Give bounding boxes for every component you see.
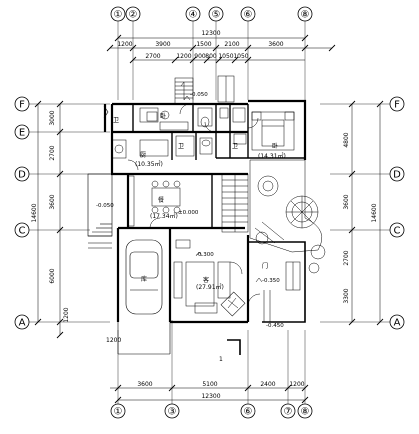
dim-top2-5: 1050 (218, 53, 233, 60)
axis-right-C: C (394, 226, 401, 237)
axis-bottom-7: ⑦ (284, 407, 293, 418)
axis-top-6: ⑥ (244, 10, 253, 21)
level-marks: -0.050 ±0.000 -0.300 -0.350 -0.450 -0.05… (96, 92, 284, 329)
dim-left-total: 14600 (31, 203, 38, 222)
room-label-bedroom-small: 卧 (160, 112, 166, 120)
left-dimension-text: 14600 3000 2700 3600 6000 1200 (31, 110, 70, 322)
room-labels: 卫 卧 厨 (10.35㎡) 卫 卫 卧 (14.31㎡) 餐 (17.34㎡)… (113, 112, 286, 291)
dim-top-4: 2100 (224, 41, 239, 48)
axis-bottom-6: ⑥ (244, 407, 253, 418)
dining-furniture (127, 175, 181, 229)
axis-right-D: D (393, 170, 401, 181)
room-label-wc-3: 卫 (232, 143, 238, 150)
room-label-wc-2: 卫 (178, 143, 184, 150)
dim-misc-1: 1200 (106, 337, 121, 344)
level-west-porch: -0.050 (96, 203, 114, 209)
room-label-garage: 库 (141, 275, 147, 283)
room-label-living-area: (27.91㎡) (196, 283, 224, 291)
left-dimensions (34, 100, 64, 339)
dim-top-5: 3600 (268, 41, 283, 48)
room-label-dining: 餐 (158, 196, 164, 204)
axis-top-5: ⑤ (212, 10, 221, 21)
west-porch (87, 105, 113, 249)
axis-left-D: D (18, 170, 26, 181)
level-dining: ±0.000 (178, 210, 199, 216)
top-dimension-text: 12300 1200 3900 1500 2100 3600 2700 1200… (117, 30, 283, 60)
level-living: -0.300 (196, 252, 214, 258)
level-right-room: -0.350 (262, 278, 280, 284)
dim-bottom-4: 1200 (289, 381, 304, 388)
level-south: -0.450 (266, 323, 284, 329)
right-dimensions (348, 100, 384, 326)
axis-bottom-8: ⑧ (301, 407, 310, 418)
dim-top2-2: 1200 (176, 53, 191, 60)
right-dimension-text: 4800 3600 2700 3300 14600 (343, 132, 378, 303)
axis-bottom-1: ① (114, 407, 123, 418)
living-furniture (173, 239, 246, 317)
room-label-dining-area: (17.34㎡) (150, 212, 178, 220)
dim-top-1: 1200 (117, 41, 132, 48)
axis-right-F: F (394, 100, 400, 111)
dim-right-2: 3600 (343, 194, 350, 209)
room-label-kitchen: 厨 (140, 152, 146, 159)
axis-left-C: C (19, 226, 26, 237)
axis-top-2: ② (129, 10, 138, 21)
dim-left-2: 2700 (49, 145, 56, 160)
bottom-dimension-text: 3600 5100 2400 1200 12300 (137, 381, 304, 400)
axis-top-8: ⑧ (301, 10, 310, 21)
section-mark (227, 339, 241, 355)
axis-bottom-3: ③ (168, 407, 177, 418)
dim-right-total: 14600 (371, 203, 378, 222)
room-label-living: 客 (203, 276, 209, 284)
dim-top2-6: 1050 (233, 53, 248, 60)
top-dimensions (106, 34, 336, 64)
room-label-kitchen-area: (10.35㎡) (135, 160, 163, 168)
misc-dimensions: 1200 (106, 337, 121, 344)
axis-left-F: F (19, 100, 25, 111)
level-stair-top: -0.050 (190, 92, 208, 98)
central-stair (221, 173, 249, 233)
dim-left-1: 3000 (49, 110, 56, 125)
dim-bottom-2: 5100 (202, 381, 217, 388)
walls (103, 99, 307, 324)
axis-top-1: ① (114, 10, 123, 21)
room-label-wc-west: 卫 (113, 117, 119, 124)
dim-left-3: 3600 (49, 194, 56, 209)
north-rooms-furniture (111, 103, 295, 171)
dim-right-4: 3300 (343, 288, 350, 303)
bottom-dimensions (110, 384, 309, 404)
axis-top-4: ④ (189, 10, 198, 21)
room-label-bedroom: 卧 (272, 142, 278, 150)
dim-bottom-1: 3600 (137, 381, 152, 388)
section-mark-label: 1 (219, 356, 223, 363)
dim-top2-4: 800 (205, 53, 217, 60)
dim-right-3: 2700 (343, 250, 350, 265)
dim-left-4: 6000 (49, 268, 56, 283)
dim-right-1: 4800 (343, 132, 350, 147)
garage (117, 239, 171, 355)
garden-feature (249, 159, 326, 274)
dim-bottom-3: 2400 (260, 381, 275, 388)
axis-labels: ① ② ④ ⑤ ⑥ ⑧ ① ③ ⑥ ⑦ ⑧ F E D C A F D C A (18, 10, 401, 418)
stair-top (174, 75, 235, 105)
axis-left-A: A (19, 318, 26, 329)
dim-top-3: 1500 (196, 41, 211, 48)
dim-top2-3: 900 (194, 53, 206, 60)
right-room-detail (247, 261, 301, 322)
dim-top-2: 3900 (155, 41, 170, 48)
room-label-door-room: 门 (262, 262, 268, 270)
axis-left-E: E (19, 128, 25, 139)
room-label-bedroom-area: (14.31㎡) (258, 152, 286, 160)
axis-right-A: A (394, 318, 401, 329)
dim-left-5: 1200 (63, 307, 70, 322)
dim-top2-1: 2700 (145, 53, 160, 60)
level-triangles (183, 95, 263, 283)
dim-top-total: 12300 (201, 30, 220, 37)
dim-bottom-total: 12300 (201, 393, 220, 400)
